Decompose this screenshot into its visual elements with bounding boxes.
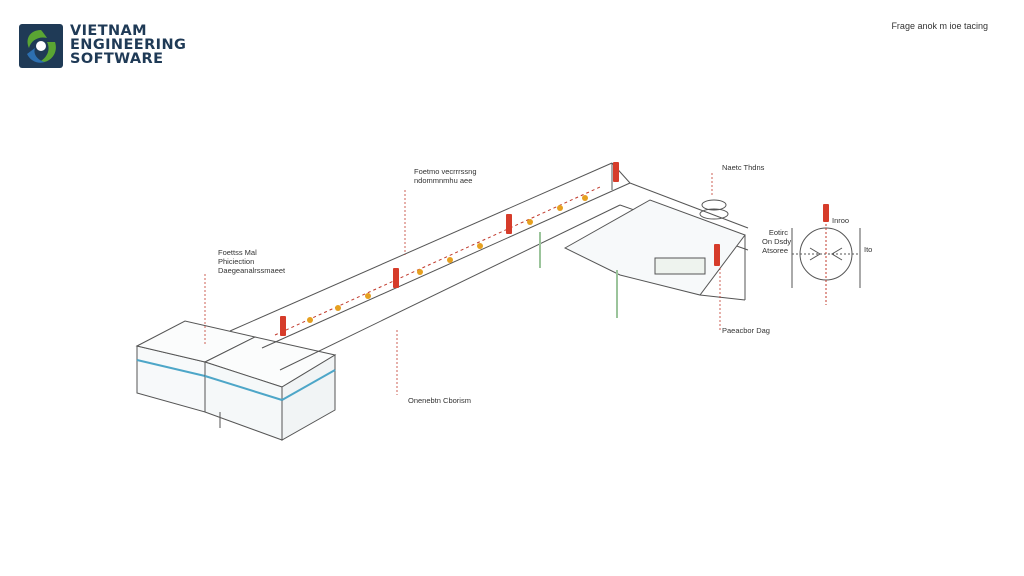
nozzle	[557, 205, 563, 211]
sprinkler-head-4	[613, 162, 619, 182]
brand-logo: VIETNAM ENGINEERING SOFTWARE	[19, 24, 186, 68]
sprinkler-heads	[280, 162, 829, 336]
nozzle	[527, 219, 533, 225]
nozzle	[307, 317, 313, 323]
nozzle	[582, 195, 588, 201]
callout-bottom-center: Onenebtn Cborism	[408, 396, 471, 405]
sprinkler-head-3	[506, 214, 512, 234]
logo-line-1: VIETNAM	[70, 23, 147, 39]
callout-right-bottom: Paeacbor Dag	[722, 326, 770, 335]
callout-right-top: Naetc Thdns	[722, 163, 765, 172]
nozzle-detail-inset	[791, 220, 861, 305]
logo-line-3: SOFTWARE	[70, 51, 164, 67]
tank-box-right	[203, 336, 337, 441]
nozzle	[335, 305, 341, 311]
logo-line-2: ENGINEERING	[70, 37, 187, 53]
nozzle	[477, 243, 483, 249]
callout-left: Foettss Mal Phiciection Daegeanalrssmaee…	[218, 248, 286, 275]
nozzle	[365, 293, 371, 299]
callout-detail-left: Eotirc On Dsdy Atsoree	[762, 228, 792, 255]
sprinkler-head-5	[714, 244, 720, 266]
sprinkler-head-1	[280, 316, 286, 336]
nozzles	[307, 195, 588, 323]
logo-wordmark: VIETNAM ENGINEERING SOFTWARE	[70, 23, 187, 67]
nozzle	[447, 257, 453, 263]
nozzle	[417, 269, 423, 275]
callout-detail-right: Inroo Ito	[832, 216, 873, 254]
sprinkler-head-2	[393, 268, 399, 288]
callout-top-center: Foetmo vecrrrssng ndommnmhu aee	[414, 167, 477, 185]
logo-swirl-icon	[19, 24, 63, 68]
sprinkler-head-detail	[823, 204, 829, 222]
top-note: Frage anok m ioe tacing	[891, 21, 988, 31]
pump-unit	[654, 199, 729, 275]
